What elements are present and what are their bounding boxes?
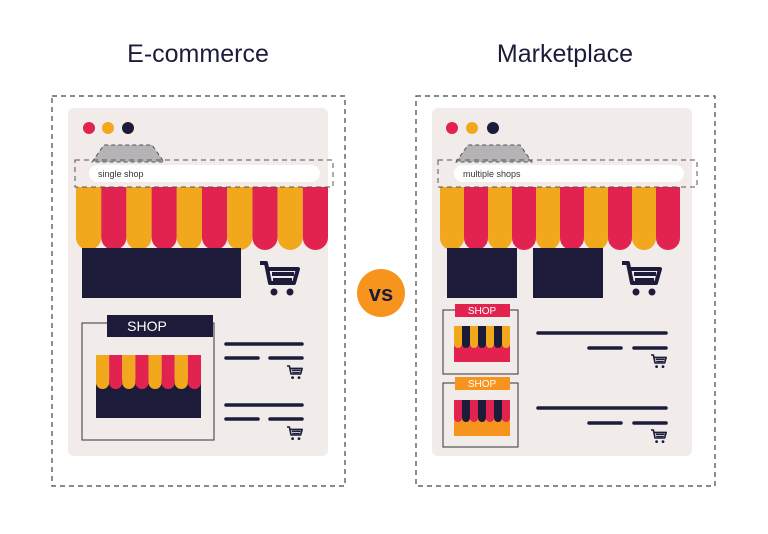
awning-stripe — [462, 326, 470, 348]
storefront — [447, 248, 517, 298]
awning-stripe — [488, 187, 512, 250]
awning-stripe — [176, 187, 202, 250]
awning-stripe — [122, 355, 136, 389]
dashed-frame — [51, 95, 346, 487]
awning-stripe — [302, 187, 328, 250]
ecommerce-title: E-commerce — [127, 40, 269, 68]
shop-label: SHOP — [468, 379, 497, 390]
awning-stripe — [494, 326, 502, 348]
awning-stripe — [478, 326, 486, 348]
shop-label-bg — [107, 315, 213, 337]
awning-stripe — [76, 187, 102, 250]
mini-awning — [454, 326, 510, 348]
mini-storefront — [454, 344, 510, 362]
mini-storefront — [454, 418, 510, 436]
awning-stripe — [560, 187, 584, 250]
awning-stripe — [440, 187, 464, 250]
browser-tab — [91, 144, 165, 163]
awning-stripe — [464, 187, 488, 250]
marketplace-title: Marketplace — [497, 40, 633, 68]
awning-stripe — [536, 187, 560, 250]
dashed-frame — [415, 95, 716, 487]
url-text: single shop — [98, 169, 144, 179]
storefront — [533, 248, 603, 298]
awning-stripe — [277, 187, 303, 250]
product-lines — [536, 331, 668, 425]
vs-label: vs — [369, 281, 393, 306]
awning-stripe — [486, 326, 494, 348]
awning-stripe — [227, 187, 253, 250]
awning-stripe — [494, 400, 502, 422]
awning-stripe — [109, 355, 123, 389]
awning-stripe — [174, 355, 188, 389]
awning-stripe — [486, 400, 494, 422]
awning-stripe — [151, 187, 177, 250]
awning-stripe — [608, 187, 632, 250]
awning-stripe — [126, 187, 152, 250]
awning-stripe — [135, 355, 149, 389]
url-text: multiple shops — [463, 169, 521, 179]
awning-stripe — [462, 400, 470, 422]
awning-stripe — [470, 400, 478, 422]
mini-awning — [96, 355, 201, 389]
awning-stripe — [470, 326, 478, 348]
browser-tab — [455, 144, 533, 163]
awning-stripe — [202, 187, 228, 250]
shop-label: SHOP — [127, 318, 167, 334]
awning-stripe — [502, 326, 510, 348]
product-lines — [224, 342, 304, 421]
awning-stripe — [252, 187, 278, 250]
awning-stripe — [656, 187, 680, 250]
url-bar[interactable] — [89, 165, 320, 182]
mini-awning — [454, 400, 510, 422]
awning-stripe — [148, 355, 162, 389]
awning-stripe — [502, 400, 510, 422]
vs-badge — [357, 269, 405, 317]
awning-stripe — [454, 326, 462, 348]
url-bar-highlight — [74, 159, 334, 188]
awning — [440, 187, 680, 250]
window-dots-icon — [83, 122, 134, 134]
awning-stripe — [454, 400, 462, 422]
awning-stripe — [512, 187, 536, 250]
storefront — [82, 248, 241, 298]
url-bar[interactable] — [454, 165, 684, 182]
awning-stripe — [101, 187, 127, 250]
url-bar-highlight — [437, 159, 698, 188]
awning-stripe — [632, 187, 656, 250]
shop-label-bg — [455, 377, 510, 390]
awning-stripe — [478, 400, 486, 422]
shop-label-bg — [455, 304, 510, 317]
marketplace-illustration: multiple shops SHOP SHOP — [415, 95, 716, 487]
awning-stripe — [161, 355, 175, 389]
awning-stripe — [584, 187, 608, 250]
awning-stripe — [187, 355, 201, 389]
ecommerce-illustration: single shop SHOP — [51, 95, 346, 487]
awning — [76, 187, 328, 250]
shop-label: SHOP — [468, 306, 497, 317]
awning-stripe — [96, 355, 110, 389]
window-dots-icon — [446, 122, 499, 134]
